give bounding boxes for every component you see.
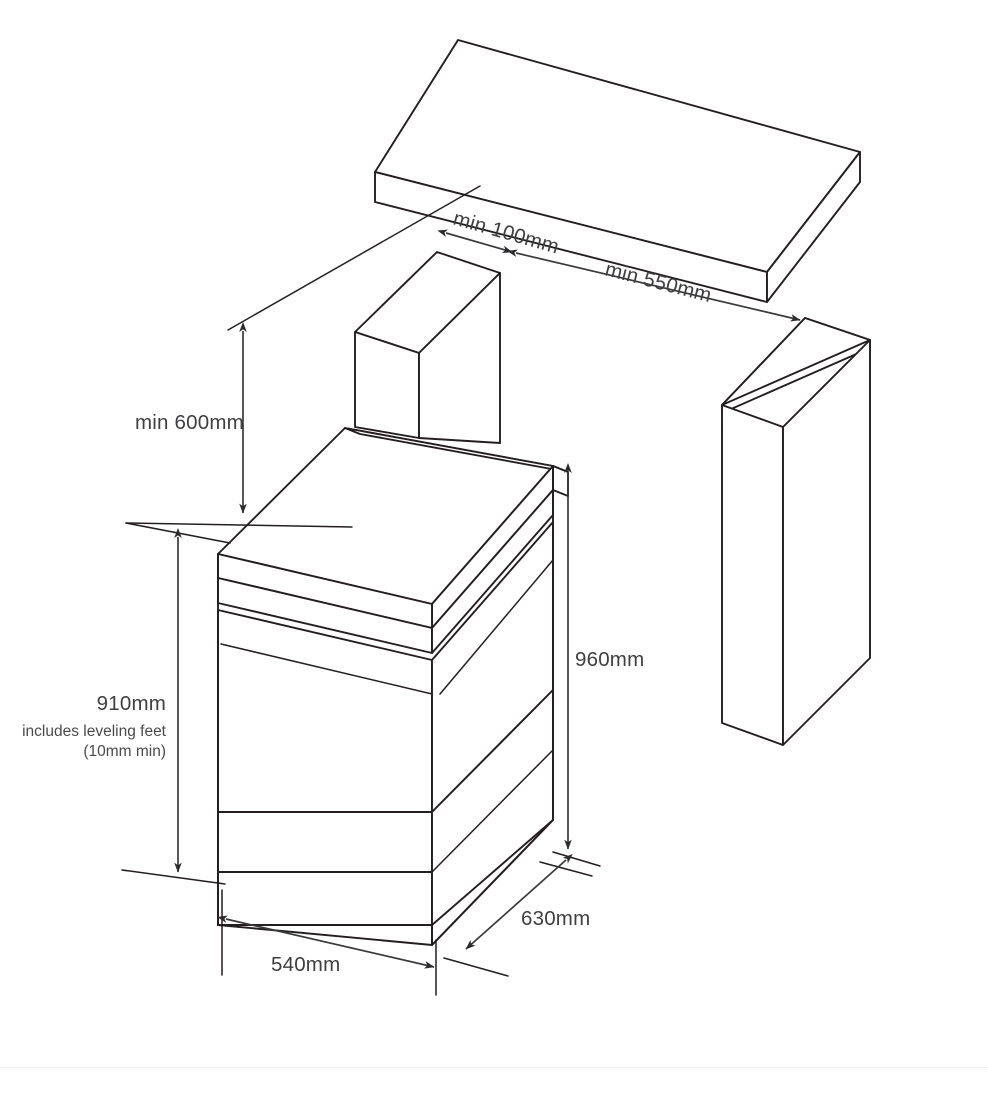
- dim630-dimension-line: [465, 854, 573, 950]
- dimension-body-height: 910mm includes leveling feet (10mm min): [22, 522, 231, 885]
- side-cabinet: [721, 317, 871, 746]
- dim910-label: 910mm: [97, 692, 166, 715]
- dimension-width: 540mm: [217, 889, 437, 996]
- cooktop-rear-rail-end: [552, 465, 569, 497]
- dim910-lower-extension-line: [121, 869, 226, 885]
- drawer-front-upper: [217, 811, 433, 873]
- dim960-lower-extension-line: [552, 851, 601, 867]
- min600-lower-extension-line: [125, 522, 353, 528]
- page-bottom-divider: [0, 1067, 988, 1068]
- min550-dimension-line: [507, 249, 801, 322]
- side-cabinet-top-plane: [721, 317, 871, 406]
- dim540-label: 540mm: [271, 953, 340, 976]
- min600-label: min 600mm: [135, 411, 244, 434]
- dim630-upper-extension-line: [539, 861, 593, 877]
- dim630-label: 630mm: [521, 907, 590, 930]
- range-oven-door: [217, 521, 554, 813]
- min100-dimension-line: [437, 229, 513, 254]
- dim910-note-line-2: (10mm min): [83, 743, 166, 760]
- range-cooktop: [217, 427, 569, 629]
- min600-upper-extension-line: [227, 185, 481, 331]
- dim960-label: 960mm: [575, 648, 644, 671]
- drawer-seam-line: [431, 749, 554, 873]
- dim540-dimension-line: [217, 915, 435, 969]
- dimension-overhead-clearance: min 600mm: [125, 185, 481, 528]
- dim630-lower-extension-line: [443, 957, 509, 977]
- backguard-right-face: [418, 272, 501, 444]
- range-storage-drawer: [217, 689, 554, 946]
- drawer-front-lower: [217, 871, 433, 926]
- side-cabinet-front-face: [721, 404, 784, 746]
- dim910-note-line-1: includes leveling feet: [22, 723, 167, 740]
- oven-right-panel-seam: [439, 559, 554, 695]
- oven-door-handle-line: [220, 643, 433, 695]
- side-cabinet-right-face: [782, 339, 871, 746]
- range-backguard: [354, 251, 501, 444]
- dimension-cooktop-height: 960mm: [552, 463, 644, 867]
- dimension-depth: 630mm: [443, 854, 593, 977]
